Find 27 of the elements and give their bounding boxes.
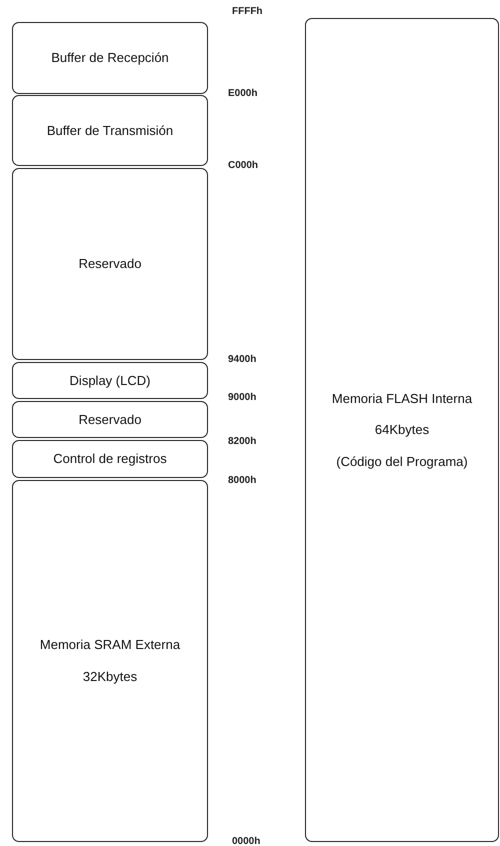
memory-block [12, 168, 208, 360]
block-label: Memoria FLASH Interna [332, 390, 472, 406]
block-label: Control de registros [53, 451, 167, 467]
address-label: 8200h [228, 436, 256, 447]
memory-block [12, 480, 208, 842]
address-label: FFFFh [232, 6, 263, 17]
address-label: C000h [228, 160, 258, 171]
block-label: Buffer de Transmisión [46, 122, 174, 138]
block-label: 32Kbytes [82, 669, 138, 685]
block-label: Reservado [78, 256, 142, 272]
memory-block [12, 401, 208, 438]
memory-block [12, 362, 208, 399]
block-label: (Código del Programa) [336, 454, 468, 470]
address-label: 0000h [232, 836, 260, 846]
memory-block [305, 18, 499, 842]
block-label: 64Kbytes [374, 422, 430, 438]
memory-block [12, 440, 208, 478]
memory-block [12, 95, 208, 166]
address-label: E000h [228, 88, 258, 99]
address-label: 9000h [228, 392, 256, 403]
memory-block [12, 22, 208, 94]
address-label: 8000h [228, 475, 256, 486]
block-label: Reservado [78, 412, 142, 428]
address-label: 9400h [228, 354, 256, 365]
block-label: Display (LCD) [70, 372, 150, 388]
block-label: Buffer de Recepción [51, 50, 169, 66]
block-label: Memoria SRAM Externa [40, 637, 180, 653]
